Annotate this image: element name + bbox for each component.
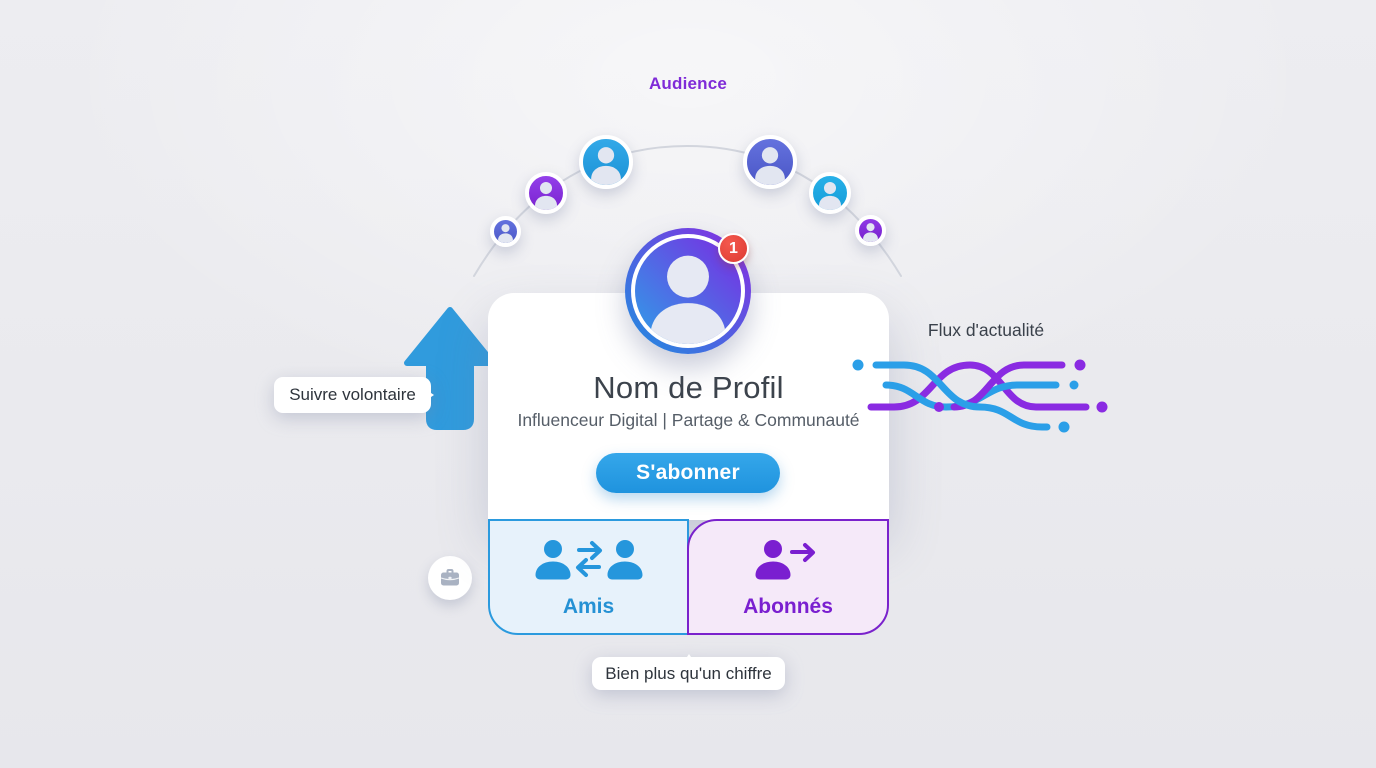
follow-tooltip: Suivre volontaire [274, 377, 431, 413]
user-avatar [579, 135, 633, 189]
up-arrow-icon [404, 307, 496, 430]
user-icon [535, 182, 557, 210]
feed-label: Flux d'actualité [927, 320, 1045, 340]
profile-card: Nom de Profil Influenceur Digital | Part… [488, 293, 889, 520]
user-avatar [809, 172, 851, 214]
user-avatar [525, 172, 567, 214]
tab-followers-label: Abonnés [743, 595, 833, 618]
user-icon [650, 255, 726, 344]
briefcase-chip [428, 556, 472, 600]
briefcase-icon [440, 569, 460, 586]
friends-exchange-icon [535, 540, 642, 580]
user-avatar [855, 215, 886, 246]
user-icon [591, 147, 621, 185]
user-icon [498, 224, 513, 243]
profile-avatar: 1 [625, 228, 751, 354]
tab-followers[interactable]: Abonnés [687, 519, 889, 635]
user-icon [755, 147, 785, 185]
follower-arrow-icon [755, 540, 815, 580]
notification-badge: 1 [718, 233, 749, 264]
tab-friends-label: Amis [562, 595, 615, 618]
profile-name: Nom de Profil [593, 370, 784, 405]
user-icon [819, 182, 841, 210]
user-avatar [743, 135, 797, 189]
profile-tagline: Influenceur Digital | Partage & Communau… [517, 410, 860, 430]
audience-label: Audience [648, 74, 728, 93]
counter-tooltip: Bien plus qu'un chiffre [592, 657, 785, 690]
subscribe-button[interactable]: S'abonner [596, 453, 780, 493]
tab-friends[interactable]: Amis [488, 519, 689, 635]
network-flow-icon [852, 359, 1108, 433]
user-avatar [490, 216, 521, 247]
user-icon [863, 223, 878, 242]
